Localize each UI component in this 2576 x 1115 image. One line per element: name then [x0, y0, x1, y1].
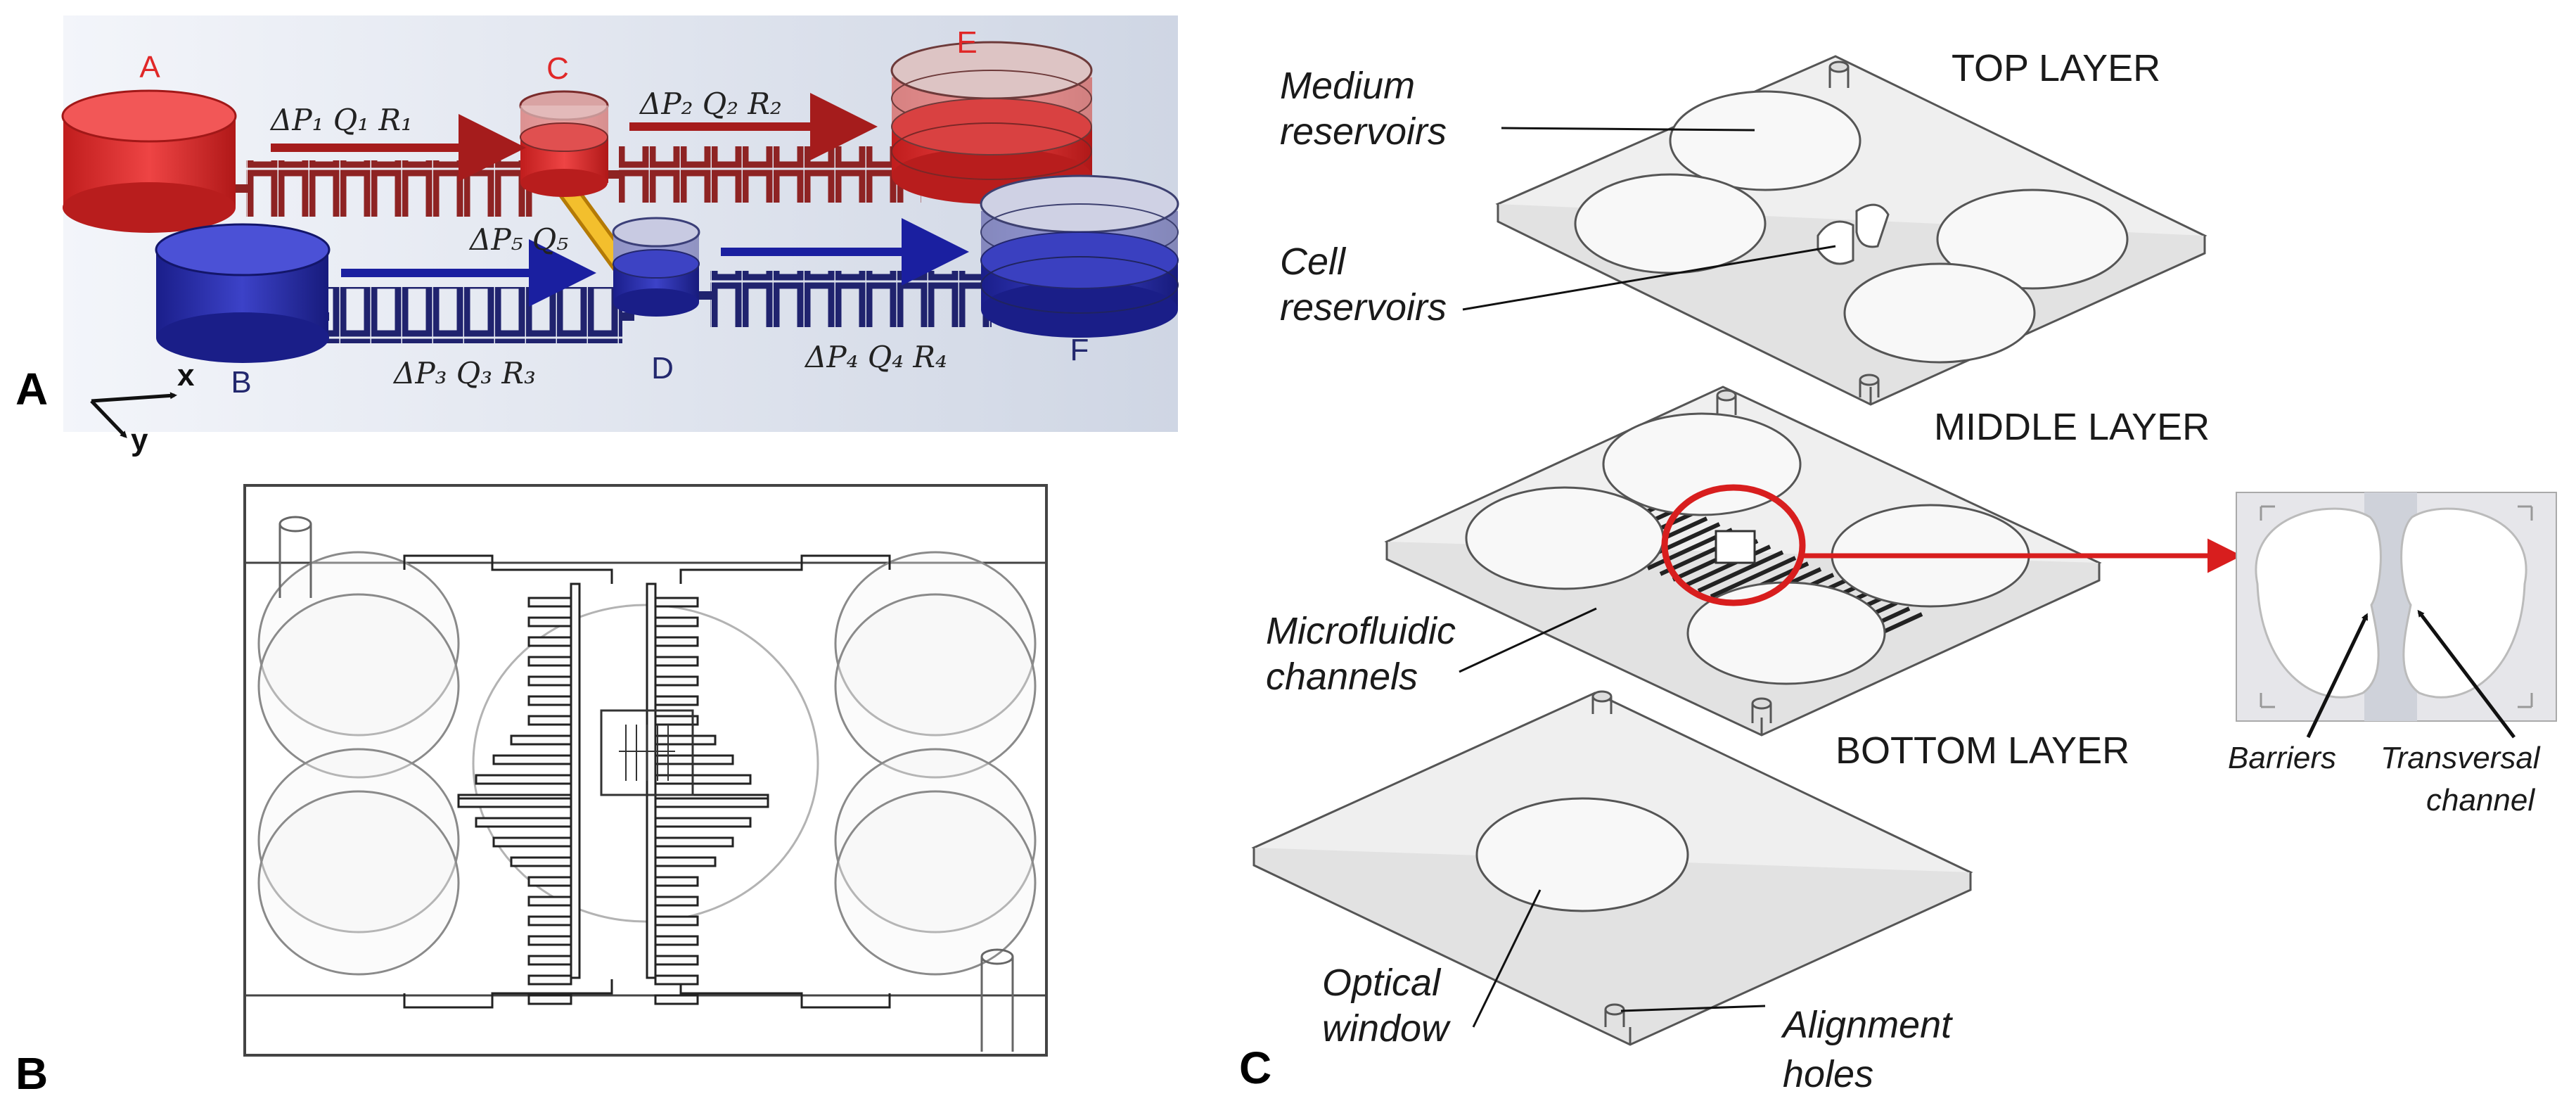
optical-window — [1475, 797, 1689, 912]
reservoir-f — [980, 174, 1179, 338]
reservoir-circles — [257, 551, 1037, 976]
eq-3: ΔP₃ Q₃ R₃ — [392, 356, 536, 390]
bottom-layer-label: BOTTOM LAYER — [1835, 729, 2129, 772]
axis-y-label: y — [131, 423, 148, 457]
eq-4: ΔP₄ Q₄ R₄ — [804, 340, 947, 374]
reservoir-d — [612, 217, 700, 317]
label-f: F — [1070, 333, 1089, 367]
label-d: D — [651, 351, 674, 386]
cell-label-1: Cell — [1280, 241, 1347, 283]
optical-label-1: Optical — [1322, 962, 1442, 1004]
cell-label-2: reservoirs — [1280, 286, 1447, 329]
channel-r2 — [619, 146, 921, 203]
alignment-pins — [278, 516, 1014, 1052]
eq-5: ΔP₅ Q₅ — [468, 222, 568, 257]
device-outline — [243, 484, 1048, 1057]
barriers-label: Barriers — [2228, 741, 2336, 775]
top-layer-label: TOP LAYER — [1952, 47, 2160, 89]
channel-r1 — [246, 160, 549, 217]
microfluidic-channels — [457, 582, 769, 1005]
label-b: B — [231, 365, 251, 400]
eq-1: ΔP₁ Q₁ R₁ — [269, 103, 413, 137]
panel-b: B — [15, 484, 1048, 1099]
cell-chamber — [600, 709, 694, 796]
label-c: C — [546, 51, 569, 86]
middle-layer — [1384, 386, 2242, 737]
reservoir-b — [155, 223, 331, 363]
transversal-label-2: channel — [2426, 783, 2535, 817]
transversal-label-1: Transversal — [2380, 741, 2541, 775]
channel-r4 — [710, 271, 992, 327]
medium-label-1: Medium — [1280, 65, 1415, 107]
channel-r3 — [327, 287, 622, 343]
panel-label-b: B — [15, 1048, 48, 1099]
panel-label-c: C — [1239, 1043, 1271, 1093]
top-layer — [1495, 55, 2207, 406]
eq-2: ΔP₂ Q₂ R₂ — [639, 87, 782, 121]
alignment-label-2: holes — [1783, 1053, 1873, 1095]
zoom-inset — [2236, 492, 2557, 739]
reservoir-a — [61, 89, 237, 233]
reservoir-e — [890, 41, 1093, 204]
label-e: E — [956, 25, 977, 60]
bottom-layer — [1251, 690, 1973, 1046]
medium-label-2: reservoirs — [1280, 110, 1447, 153]
label-a: A — [139, 50, 160, 84]
optical-label-2: window — [1322, 1007, 1451, 1050]
transversal-arrow — [2417, 609, 2516, 739]
highlight-circle — [1661, 484, 1806, 606]
middle-layer-label: MIDDLE LAYER — [1934, 406, 2210, 448]
alignment-label-1: Alignment — [1781, 1004, 1953, 1046]
reservoir-c — [519, 90, 609, 197]
panel-label-a: A — [15, 364, 48, 414]
micro-label-1: Microfluidic — [1266, 610, 1456, 652]
axes-icon: x y — [90, 358, 195, 457]
axis-x-label: x — [177, 358, 195, 393]
micro-label-2: channels — [1266, 656, 1418, 698]
panel-c: TOP LAYER MIDDLE LAYER BOTTOM LAYER Medi… — [1239, 47, 2557, 1095]
panel-a: A B C D E F ΔP₁ Q₁ R₁ ΔP₂ Q₂ R₂ ΔP₅ Q₅ Δ… — [15, 15, 1179, 457]
barriers-arrow — [2306, 613, 2369, 739]
